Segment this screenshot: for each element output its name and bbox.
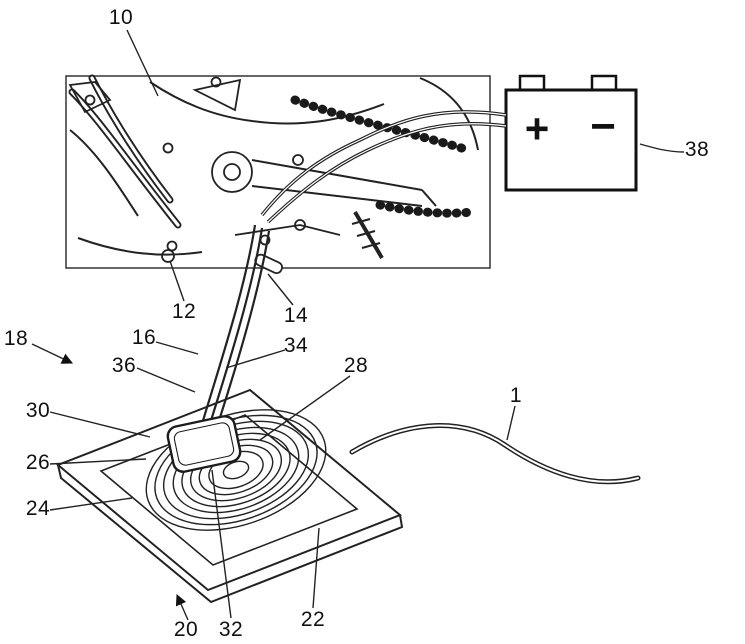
leader-line-22 — [312, 527, 320, 609]
ref-label-26: 26 — [25, 451, 51, 474]
frame-outline — [65, 75, 491, 269]
linkage — [68, 78, 341, 236]
ref-label-34: 34 — [283, 334, 309, 357]
battery-body — [504, 88, 638, 192]
leader-line-16 — [155, 341, 199, 355]
leader-arrow-18 — [31, 343, 74, 364]
ref-label-18: 18 — [3, 327, 29, 350]
leader-line-32 — [211, 469, 232, 619]
power-cables — [260, 110, 507, 224]
leader-line-14 — [267, 273, 294, 306]
battery-minus-symbol: − — [590, 102, 616, 151]
cable-bundle — [200, 224, 271, 431]
leader-arrow-20 — [175, 593, 189, 621]
leader-line-28 — [259, 375, 351, 441]
leader-line-34 — [225, 349, 286, 369]
drive-chain — [290, 95, 477, 218]
shock-absorber — [351, 210, 384, 260]
leader-line-1 — [506, 405, 516, 441]
ref-label-38: 38 — [684, 138, 710, 161]
battery-plus-symbol: + — [525, 105, 550, 152]
cable-fitting — [161, 249, 175, 263]
ref-label-28: 28 — [343, 354, 369, 377]
swingarm — [251, 159, 437, 207]
ref-label-14: 14 — [283, 304, 309, 327]
leader-line-26 — [49, 458, 147, 465]
ref-label-30: 30 — [25, 399, 51, 422]
leader-line-10 — [126, 29, 159, 97]
leader-line-36 — [136, 367, 196, 393]
connector-cylinder — [254, 253, 283, 275]
ref-label-20: 20 — [173, 618, 199, 641]
leader-lines — [31, 29, 685, 621]
ref-label-24: 24 — [25, 497, 51, 520]
vehicle-underbody-drawing — [65, 74, 491, 275]
leader-line-12 — [169, 260, 185, 302]
ref-label-10: 10 — [108, 6, 134, 29]
leader-line-24 — [49, 497, 133, 511]
battery: + − — [504, 74, 638, 192]
ref-label-32: 32 — [218, 618, 244, 641]
ref-label-1: 1 — [509, 384, 523, 407]
charging-pad-inner-plate — [99, 414, 359, 566]
ref-label-12: 12 — [171, 300, 197, 323]
charging-pad-thickness-edge — [57, 464, 404, 604]
ref-label-36: 36 — [111, 354, 137, 377]
connector-box — [166, 415, 242, 473]
charging-pad — [56, 388, 404, 604]
frame-tubes — [68, 74, 479, 256]
leader-line-38 — [639, 143, 685, 153]
charging-pad-outer-plate — [56, 388, 402, 592]
leader-line-30 — [49, 411, 151, 438]
ref-label-22: 22 — [300, 608, 326, 631]
pivot-and-bolts — [84, 76, 306, 252]
charging-cable — [349, 423, 641, 485]
ref-label-16: 16 — [131, 326, 157, 349]
